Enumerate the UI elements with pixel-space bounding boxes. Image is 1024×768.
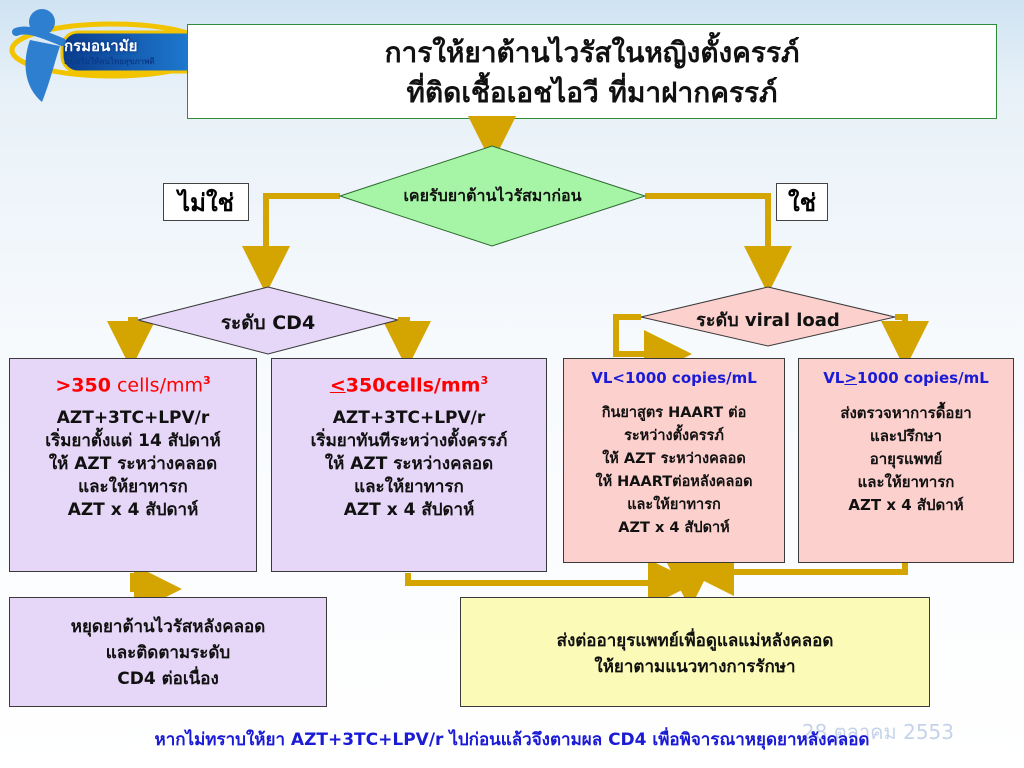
vl-low-line: ให้ HAARTต่อหลังคลอด (595, 474, 753, 490)
vl-low-line: ระหว่างตั้งครรภ์ (624, 428, 724, 444)
arrow-decision-to-no (242, 193, 340, 294)
vl-high-line: ส่งตรวจหาการดื้อยา (840, 404, 972, 422)
box-cd4-above-350: >350 cells/mm3 AZT+3TC+LPV/r เริ่มยาตั้ง… (9, 358, 257, 572)
arrow-vl-to-low (613, 314, 692, 378)
decision-cd4-label: ระดับ CD4 (220, 312, 316, 334)
vl-high-line: และปรึกษา (870, 427, 942, 445)
arrow-decision-to-yes (645, 193, 792, 294)
arrow-low-to-refer (405, 559, 696, 607)
diagram-title: การให้ยาต้านไวรัสในหญิงตั้งครรภ์ ที่ติดเ… (187, 24, 997, 119)
cd4-high-symbol: > (55, 374, 72, 397)
department-logo (2, 2, 222, 112)
vl-high-line: และให้ยาทารก (857, 473, 955, 491)
decision-main-label: เคยรับยาต้านไวรัสมาก่อน (403, 186, 582, 205)
vl-low-line: และให้ยาทารก (627, 497, 721, 513)
label-no: ไม่ใช่ (163, 183, 249, 221)
stop-line: และติดตามระดับ (105, 643, 231, 663)
box-vl-above-1000: VL>1000 copies/mL ส่งตรวจหาการดื้อยา และ… (798, 358, 1014, 563)
box-vl-below-1000: VL<1000 copies/mL กินยาสูตร HAART ต่อ ระ… (563, 358, 785, 563)
title-line-2: ที่ติดเชื้อเอชไอวี ที่มาฝากครรภ์ (406, 76, 778, 109)
decision-vl-label: ระดับ viral load (696, 310, 840, 331)
cd4-low-value: 350cells/mm (345, 374, 481, 397)
cd4-high-line: AZT+3TC+LPV/r (56, 408, 210, 429)
arrow-cd4-to-high (107, 317, 155, 369)
cd4-low-line: AZT+3TC+LPV/r (332, 408, 486, 429)
title-line-1: การให้ยาต้านไวรัสในหญิงตั้งครรภ์ (384, 36, 800, 69)
vl-low-line: AZT x 4 สัปดาห์ (618, 520, 730, 536)
logo-emblem-icon (9, 9, 215, 102)
cd4-high-unit-sup: 3 (203, 374, 211, 387)
vl-high-header: VL>1000 copies/mL (799, 367, 1013, 390)
cd4-high-header: >350 cells/mm3 (10, 369, 256, 397)
vl-low-line: กินยาสูตร HAART ต่อ (601, 405, 747, 421)
cd4-low-line: และให้ยาทารก (354, 477, 464, 498)
arrow-cd4-to-low (383, 317, 431, 369)
box-refer-to-internist: ส่งต่ออายุรแพทย์เพื่อดูแลแม่หลังคลอด ให้… (460, 597, 930, 707)
vl-low-line: ให้ AZT ระหว่างคลอด (602, 451, 746, 467)
footer-note: หากไม่ทราบให้ยา AZT+3TC+LPV/r ไปก่อนแล้ว… (154, 730, 870, 750)
arrow-vlhigh-to-refer (686, 548, 908, 596)
cd4-high-line: และให้ยาทารก (78, 477, 188, 498)
arrow-high-to-stop (130, 565, 182, 613)
cd4-high-line: เริ่มยาตั้งแต่ 14 สัปดาห์ (45, 431, 221, 452)
decision-diamond-main (338, 145, 647, 247)
stop-line: CD4 ต่อเนื่อง (117, 669, 219, 689)
cd4-low-line: เริ่มยาทันทีระหว่างตั้งครรภ์ (310, 431, 508, 452)
stop-line: หยุดยาต้านไวรัสหลังคลอด (70, 617, 266, 637)
vl-low-header: VL<1000 copies/mL (591, 369, 757, 387)
refer-line: ให้ยาตามแนวทางการรักษา (594, 657, 796, 677)
cd4-low-header: <350cells/mm3 (272, 369, 546, 397)
box-stop-after-delivery: หยุดยาต้านไวรัสหลังคลอด และติดตามระดับ C… (9, 597, 327, 707)
cd4-high-line: ให้ AZT ระหว่างคลอด (48, 454, 218, 475)
vl-high-post: 1000 copies/mL (856, 369, 989, 387)
refer-line: ส่งต่ออายุรแพทย์เพื่อดูแลแม่หลังคลอด (556, 631, 834, 651)
vl-high-line: AZT x 4 สัปดาห์ (848, 496, 964, 514)
cd4-low-symbol: < (329, 374, 346, 397)
cd4-high-number: 350 (71, 374, 111, 397)
cd4-low-line: AZT x 4 สัปดาห์ (343, 500, 475, 521)
logo-subtitle: ส่งเสริมให้คนไทยสุขภาพดี (64, 57, 155, 66)
decision-diamond-vl (640, 286, 896, 347)
box-cd4-below-350: <350cells/mm3 AZT+3TC+LPV/r เริ่มยาทันที… (271, 358, 547, 572)
logo-name: กรมอนามัย (64, 37, 138, 55)
cd4-high-line: AZT x 4 สัปดาห์ (67, 500, 199, 521)
vl-high-line: อายุรแพทย์ (869, 450, 943, 468)
label-yes: ใช่ (776, 183, 828, 221)
arrow-vl-to-high (881, 314, 929, 369)
vl-high-symbol: > (844, 369, 857, 387)
watermark-date: 28 ตุลาคม 2553 (801, 720, 954, 744)
vl-high-pre: VL (823, 369, 845, 387)
cd4-low-line: ให้ AZT ระหว่างคลอด (324, 454, 494, 475)
cd4-high-unit: cells/mm (110, 374, 203, 397)
cd4-low-unit-sup: 3 (480, 374, 489, 387)
decision-diamond-cd4 (137, 286, 399, 355)
